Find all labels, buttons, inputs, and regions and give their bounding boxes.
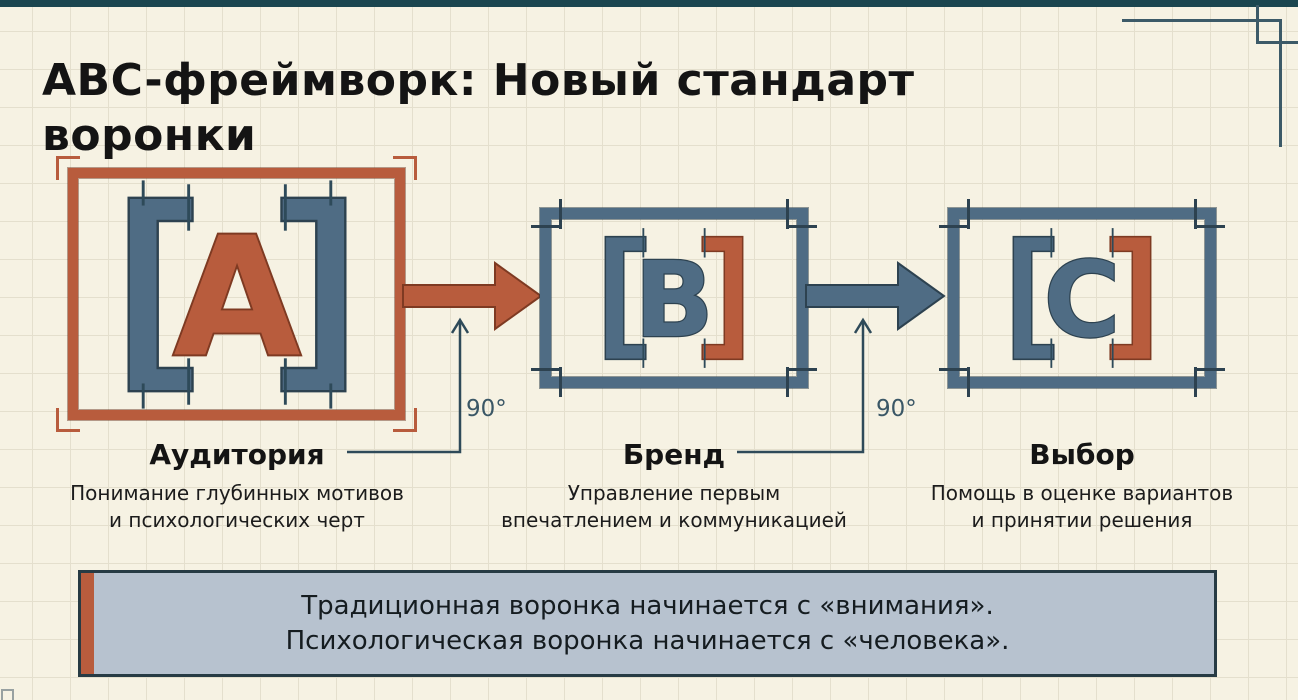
- construction-tick: [967, 367, 970, 397]
- bracket-letter-emblem-c: C: [1012, 228, 1152, 368]
- stage-description-line-1: Понимание глубинных мотивов: [70, 481, 404, 505]
- stage-description-line-2: и принятии решения: [971, 508, 1193, 532]
- left-bracket-shape: [1012, 235, 1055, 361]
- stage-box-brand: B: [531, 199, 817, 397]
- frame-corner-icon: [393, 408, 417, 432]
- construction-tick: [1195, 368, 1225, 371]
- stage-letter: A: [173, 201, 300, 393]
- flow-arrow-a-to-b: [402, 261, 543, 331]
- stage-box-audience: A: [56, 156, 417, 432]
- bracket-letter-emblem-b: B: [604, 228, 744, 368]
- frame-corner-icon: [56, 156, 80, 180]
- angle-label-1: 90°: [466, 396, 507, 422]
- construction-tick: [787, 225, 817, 228]
- corner-decoration-line: [1122, 19, 1281, 22]
- top-accent-bar: [0, 0, 1298, 7]
- callout-line-1: Традиционная воронка начинается с «внима…: [301, 590, 994, 621]
- construction-tick: [786, 367, 789, 397]
- right-bracket-shape: [1109, 235, 1152, 361]
- callout-line-2: Психологическая воронка начинается с «че…: [285, 625, 1010, 656]
- stage-letter: C: [1044, 239, 1121, 361]
- frame-corner-icon: [56, 408, 80, 432]
- stage-label-choice: Выбор Помощь в оценке вариантов и принят…: [905, 438, 1259, 534]
- corner-decoration-line: [1256, 5, 1259, 44]
- flow-arrow-b-to-c: [805, 261, 946, 331]
- corner-decoration-line: [1279, 19, 1282, 147]
- stage-description-line-2: и психологических черт: [109, 508, 365, 532]
- construction-tick: [1195, 225, 1225, 228]
- stage-description-line-2: впечатлением и коммуникацией: [501, 508, 847, 532]
- stage-description-line-1: Помощь в оценке вариантов: [930, 481, 1234, 505]
- stage-box-choice: C: [939, 199, 1225, 397]
- construction-tick: [786, 199, 789, 229]
- page-title: ABC-фреймворк: Новый стандарт воронки: [42, 53, 915, 163]
- construction-tick: [531, 368, 561, 371]
- right-bracket-shape: [701, 235, 744, 361]
- stage-letter: B: [634, 239, 713, 361]
- construction-tick: [1194, 367, 1197, 397]
- angle-annotation-arrow-2: [737, 317, 873, 454]
- construction-tick: [531, 225, 561, 228]
- stage-name: Бренд: [622, 438, 726, 471]
- stage-description-line-1: Управление первым: [567, 481, 781, 505]
- construction-tick: [939, 368, 969, 371]
- construction-tick: [559, 367, 562, 397]
- page-title-line-1: ABC-фреймворк: Новый стандарт: [42, 55, 915, 107]
- frame-corner-icon: [393, 156, 417, 180]
- angle-annotation-arrow-1: [347, 317, 470, 454]
- left-bracket-shape: [604, 235, 647, 361]
- construction-tick: [1194, 199, 1197, 229]
- insight-callout: Традиционная воронка начинается с «внима…: [78, 570, 1217, 677]
- left-bracket-shape: [126, 196, 194, 392]
- construction-tick: [939, 225, 969, 228]
- stage-label-brand: Бренд Управление первым впечатлением и к…: [497, 438, 851, 534]
- stage-label-audience: Аудитория Понимание глубинных мотивов и …: [60, 438, 414, 534]
- angle-label-2: 90°: [876, 396, 917, 422]
- stage-name: Выбор: [1029, 438, 1135, 471]
- construction-tick: [967, 199, 970, 229]
- construction-tick: [787, 368, 817, 371]
- bracket-letter-emblem-a: A: [126, 179, 347, 409]
- stage-name: Аудитория: [149, 438, 325, 471]
- construction-tick: [559, 199, 562, 229]
- right-bracket-shape: [279, 196, 347, 392]
- bottom-left-decoration-square: [1, 689, 14, 700]
- callout-accent-bar: [81, 573, 94, 674]
- page-title-line-2: воронки: [42, 110, 257, 162]
- corner-decoration-line: [1256, 41, 1298, 44]
